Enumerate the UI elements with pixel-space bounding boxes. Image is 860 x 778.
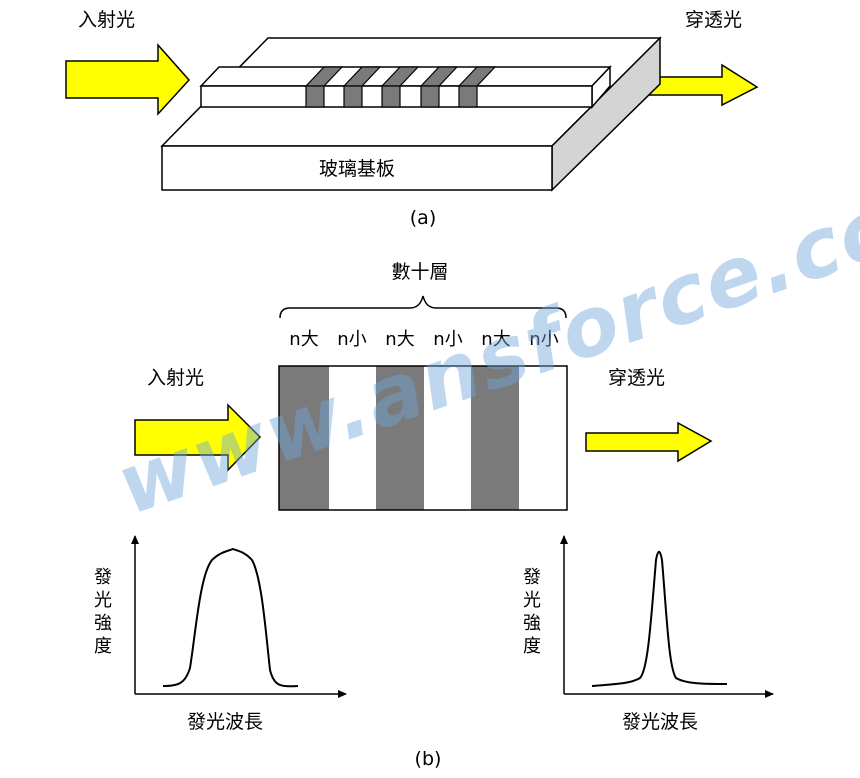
layer-label-n-small: n小 <box>433 329 462 350</box>
y-label-char: 光 <box>523 590 541 611</box>
glass-substrate: 玻璃基板 <box>160 36 662 192</box>
y-label-char: 強 <box>94 613 112 634</box>
layer-label-n-small: n小 <box>337 329 366 350</box>
right-spectrum-graph: 發 光 強 度 發光波長 <box>523 535 774 733</box>
waveguide-strip <box>199 65 612 110</box>
substrate-label: 玻璃基板 <box>319 158 395 180</box>
incident-arrow-a <box>65 43 191 116</box>
y-label-char: 度 <box>523 636 541 657</box>
grating-layer <box>342 66 382 108</box>
y-label-char: 光 <box>94 590 112 611</box>
broad-spectrum-curve <box>162 547 299 688</box>
substrate-front-face <box>161 145 553 191</box>
layer-low-index <box>424 366 471 510</box>
incident-label-b: 入射光 <box>147 367 204 389</box>
incident-label-a: 入射光 <box>78 9 135 31</box>
x-label: 發光波長 <box>187 711 263 733</box>
transmitted-label-b: 穿透光 <box>608 367 665 389</box>
grating-layer <box>419 66 459 108</box>
caption-b: (b) <box>415 748 442 770</box>
multilayer-stack <box>278 365 568 511</box>
layer-high-index <box>279 366 329 510</box>
layer-high-index <box>376 366 424 510</box>
part-b: 數十層 n大 n小 n大 n小 n大 n小 入射光 穿透光 發 <box>94 261 774 770</box>
stack-outline <box>278 365 568 511</box>
layer-low-index <box>329 366 376 510</box>
caption-a: (a) <box>410 207 436 229</box>
grating-layer <box>457 66 497 108</box>
layer-label-n-large: n大 <box>385 329 414 350</box>
layers-label: 數十層 <box>391 261 448 283</box>
x-label: 發光波長 <box>622 711 698 733</box>
layer-low-index <box>519 366 567 510</box>
layers-brace <box>279 295 567 319</box>
grating-layer <box>304 66 344 108</box>
y-label-char: 發 <box>94 567 112 588</box>
incident-arrow-b <box>134 403 262 472</box>
transmitted-label-a: 穿透光 <box>685 9 742 31</box>
part-a: 入射光 穿透光 玻璃基板 <box>65 9 759 229</box>
layer-label-n-large: n大 <box>289 329 318 350</box>
layer-label-n-large: n大 <box>481 329 510 350</box>
left-spectrum-graph: 發 光 強 度 發光波長 <box>94 535 347 733</box>
narrow-spectrum-curve <box>591 550 728 687</box>
y-label-char: 發 <box>523 567 541 588</box>
layer-label-n-small: n小 <box>529 329 558 350</box>
y-label-char: 強 <box>523 613 541 634</box>
grating-layer <box>380 66 420 108</box>
transmitted-arrow-b <box>585 421 713 463</box>
y-label-char: 度 <box>94 636 112 657</box>
layer-high-index <box>471 366 519 510</box>
